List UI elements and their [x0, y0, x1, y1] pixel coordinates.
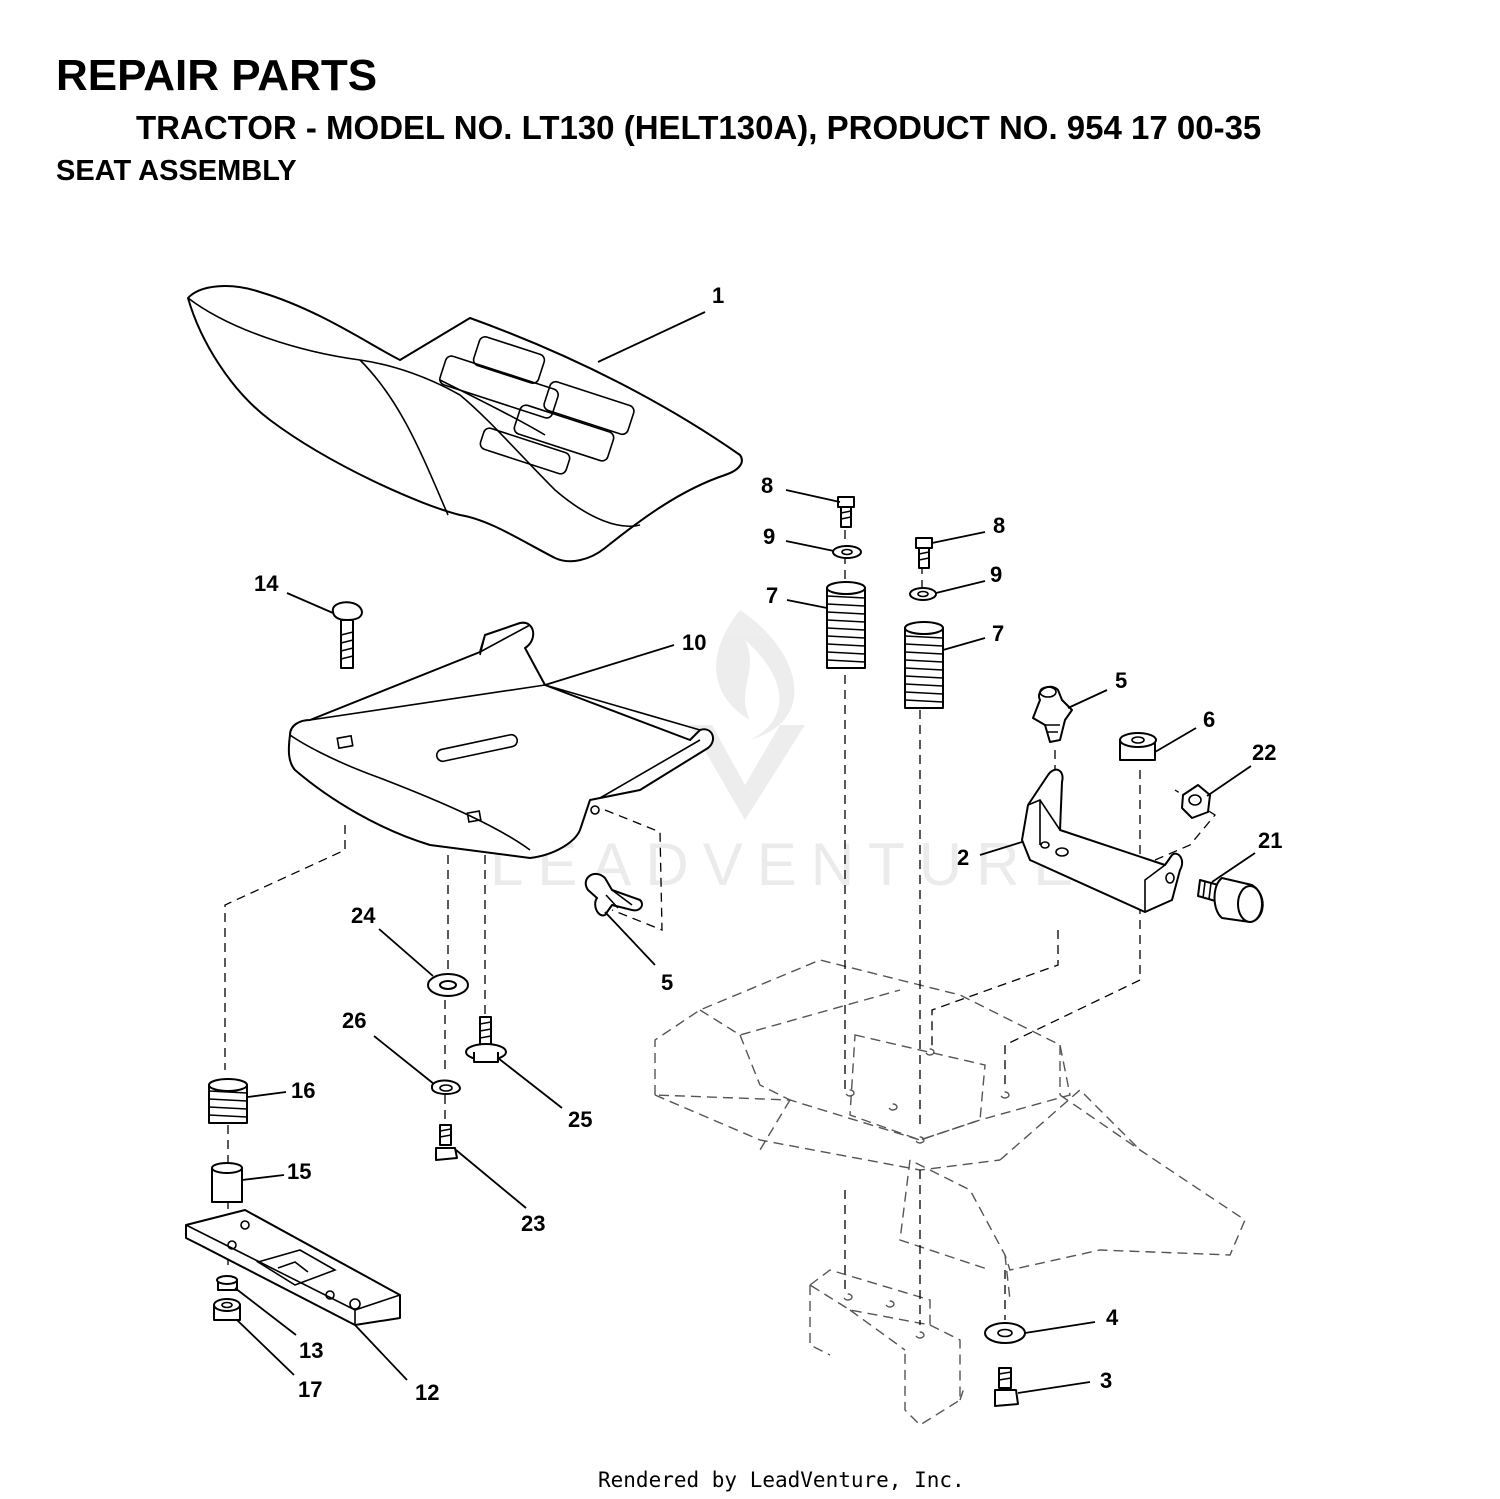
washer-9-left-part: [832, 545, 862, 559]
washer-4-part: [984, 1322, 1026, 1344]
hex-bolt-21-part: [1197, 877, 1264, 923]
bolt-3-part: [994, 1367, 1019, 1407]
callout-14: 14: [254, 571, 279, 596]
spring-7-right-part: [904, 621, 944, 709]
callout-9a: 9: [763, 524, 775, 549]
spacer-part: [211, 1162, 243, 1203]
callout-7b: 7: [992, 621, 1004, 646]
callout-9b: 9: [990, 562, 1002, 587]
lock-nut-17-part: [213, 1298, 241, 1321]
callout-17: 17: [298, 1377, 322, 1402]
washer-24-part: [427, 973, 469, 997]
clip-right-part: [1032, 685, 1073, 743]
leader-lines: [234, 311, 1256, 1394]
page-title: REPAIR PARTS: [56, 51, 377, 100]
bolt-8-right-part: [915, 537, 933, 569]
washer-9-right-part: [909, 587, 937, 601]
callout-15: 15: [287, 1159, 311, 1184]
callout-25: 25: [568, 1107, 592, 1132]
callout-24: 24: [351, 903, 376, 928]
nut-22-part: [1181, 784, 1211, 819]
fender-pan-ghost: [654, 959, 1246, 1426]
watermark-text: LEADVENTURE: [490, 831, 1087, 898]
callout-2: 2: [957, 845, 969, 870]
nut-6-part: [1119, 732, 1157, 761]
bolt-23-part: [435, 1124, 458, 1161]
callout-numbers: 1 14 10 8 9 7 8 9 7 5 6 22 2 21 5 24 26 …: [254, 283, 1282, 1405]
callout-6: 6: [1203, 707, 1215, 732]
callout-12: 12: [415, 1380, 439, 1405]
bracket-plate-part: [185, 1209, 401, 1326]
callout-21: 21: [1258, 828, 1282, 853]
lock-washer-part: [431, 1079, 461, 1095]
seat-pan-part: [287, 621, 715, 859]
callout-23: 23: [521, 1211, 545, 1236]
shoulder-bolt-part: [465, 1016, 507, 1063]
seat-bracket-part: [1021, 768, 1184, 913]
callout-16: 16: [291, 1078, 315, 1103]
callout-4: 4: [1106, 1305, 1119, 1330]
callout-5b: 5: [1115, 668, 1127, 693]
callout-1: 1: [712, 283, 724, 308]
model-subtitle: TRACTOR - MODEL NO. LT130 (HELT130A), PR…: [136, 109, 1261, 146]
callout-10: 10: [682, 630, 706, 655]
callout-26: 26: [342, 1008, 366, 1033]
footer-credit: Rendered by LeadVenture, Inc.: [598, 1468, 965, 1492]
callout-3: 3: [1100, 1368, 1112, 1393]
callout-5a: 5: [661, 970, 673, 995]
callout-8b: 8: [993, 513, 1005, 538]
bolt-8-left-part: [837, 496, 855, 528]
callout-8a: 8: [761, 473, 773, 498]
carriage-bolt-part: [331, 601, 363, 669]
flange-nut-13-part: [216, 1275, 238, 1291]
callout-7a: 7: [766, 583, 778, 608]
callout-22: 22: [1252, 740, 1276, 765]
callout-13: 13: [299, 1338, 323, 1363]
spring-16-part: [208, 1078, 248, 1124]
section-title: SEAT ASSEMBLY: [56, 155, 297, 187]
spring-7-left-part: [826, 581, 866, 669]
seat-part: [187, 285, 743, 563]
clip-left-part: [584, 872, 643, 917]
